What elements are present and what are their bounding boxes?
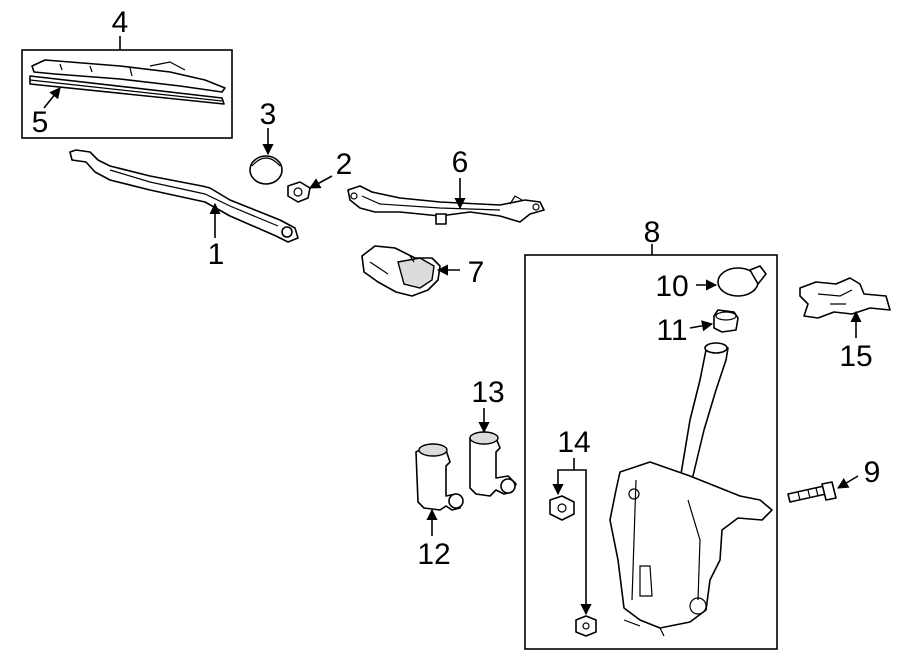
blade-group-box <box>21 49 233 139</box>
grommet-part[interactable] <box>713 309 739 333</box>
reservoir-group-box <box>524 254 778 650</box>
nut-upper-part[interactable] <box>549 495 575 521</box>
callout-7: 7 <box>468 256 485 289</box>
leader-5 <box>43 87 61 109</box>
callout-11: 11 <box>656 314 687 347</box>
leader-2 <box>309 175 333 189</box>
wiper-motor-part[interactable] <box>361 245 441 297</box>
callout-8: 8 <box>644 216 661 249</box>
callout-5: 5 <box>32 106 49 139</box>
washer-reservoir-part[interactable] <box>609 342 773 637</box>
callout-4: 4 <box>112 6 129 39</box>
callout-12: 12 <box>417 538 450 571</box>
callout-15: 15 <box>839 340 872 373</box>
pivot-nut-part[interactable] <box>287 181 311 203</box>
leader-11 <box>689 320 714 332</box>
leader-9 <box>837 475 859 489</box>
wiper-arm-part[interactable] <box>69 149 299 243</box>
wiper-blade-part[interactable] <box>29 59 226 105</box>
nut-lower-part[interactable] <box>575 615 597 637</box>
reservoir-cap-part[interactable] <box>717 265 767 297</box>
leader-14b <box>574 469 592 616</box>
bolt-part[interactable] <box>787 481 837 503</box>
pivot-cap-part[interactable] <box>249 155 283 185</box>
callout-3: 3 <box>260 98 277 131</box>
callout-14: 14 <box>557 426 590 459</box>
callout-13: 13 <box>471 376 504 409</box>
wiper-linkage-part[interactable] <box>347 185 545 225</box>
callout-10: 10 <box>655 270 688 303</box>
leader-14a <box>552 458 575 496</box>
washer-pump-front-part[interactable] <box>415 443 464 511</box>
bracket-part[interactable] <box>799 277 891 319</box>
callout-1: 1 <box>208 238 225 271</box>
callout-6: 6 <box>452 146 469 179</box>
washer-pump-rear-part[interactable] <box>469 431 517 497</box>
callout-2: 2 <box>336 148 353 181</box>
callout-9: 9 <box>864 456 881 489</box>
